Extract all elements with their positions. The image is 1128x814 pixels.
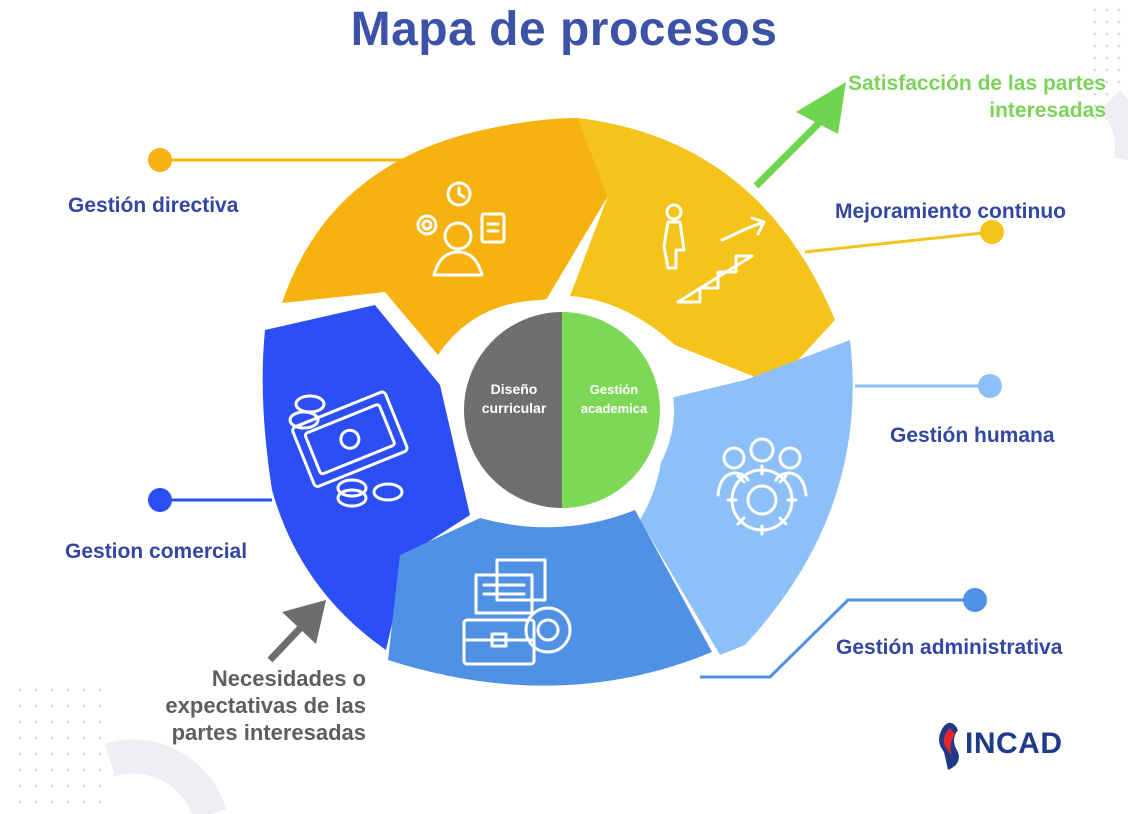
brand-logo-text: INCAD xyxy=(965,727,1063,760)
segment-gestion-comercial xyxy=(262,305,470,650)
label-gestion-humana: Gestión humana xyxy=(890,424,1055,447)
background-decoration xyxy=(18,8,1128,814)
connector-mejoramiento-continuo xyxy=(804,220,1004,254)
connector-gestion-humana xyxy=(855,374,1002,398)
label-gestion-comercial: Gestion comercial xyxy=(65,540,248,563)
core-left-label: Diseño curricular xyxy=(481,381,547,416)
page-title: Mapa de procesos xyxy=(350,3,778,56)
input-arrow xyxy=(267,600,326,663)
input-label: Necesidades o expectativas de las partes… xyxy=(165,666,366,745)
segment-gestion-administrativa xyxy=(388,510,712,686)
output-arrow xyxy=(753,82,846,189)
core-right-half xyxy=(562,312,660,508)
team-management-icon xyxy=(416,181,506,277)
label-mejoramiento-continuo: Mejoramiento continuo xyxy=(835,200,1066,223)
connector-gestion-comercial xyxy=(148,488,272,512)
connector-gestion-administrativa xyxy=(700,588,987,679)
stairs-growth-icon xyxy=(662,203,766,304)
incad-logo-mark xyxy=(939,722,959,770)
label-gestion-directiva: Gestión directiva xyxy=(68,194,239,217)
people-gear-icon xyxy=(716,437,808,536)
segment-gestion-humana xyxy=(640,340,853,655)
label-gestion-administrativa: Gestión administrativa xyxy=(836,636,1063,659)
segment-mejoramiento-continuo xyxy=(570,118,835,385)
core-left-half xyxy=(464,312,562,508)
connector-gestion-directiva xyxy=(148,148,420,172)
money-coins-icon xyxy=(288,390,409,508)
output-label: Satisfacción de las partes interesadas xyxy=(848,72,1106,122)
core-circle xyxy=(450,298,674,522)
briefcase-documents-icon xyxy=(462,558,572,666)
core-right-label: Gestión academica xyxy=(580,382,648,416)
